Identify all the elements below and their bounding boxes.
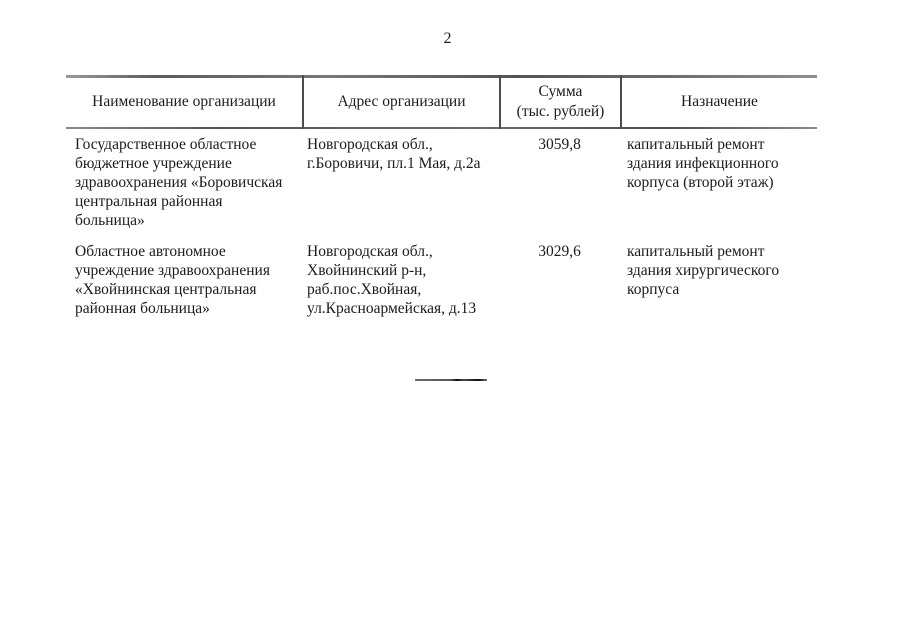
column-header-purpose: Назначение (681, 92, 758, 110)
column-divider-2 (499, 75, 501, 129)
cell-address: Новгородская обл., г.Боровичи, пл.1 Мая,… (307, 136, 481, 172)
page-number: 2 (443, 30, 452, 47)
table-top-border (66, 75, 817, 78)
cell-amount: 3029,6 (538, 243, 581, 260)
cell-organization: Областное автономное учреждение здравоох… (75, 243, 270, 317)
column-divider-3 (620, 75, 622, 129)
cell-organization: Государственное областное бюджетное учре… (75, 136, 283, 229)
end-of-document-rule (415, 379, 487, 381)
cell-amount: 3059,8 (538, 136, 581, 153)
column-header-address: Адрес организации (337, 92, 466, 110)
table-header-bottom-border (66, 127, 817, 129)
column-header-organization: Наименование организации (92, 92, 276, 110)
column-divider-1 (302, 75, 304, 129)
column-header-amount: Сумма (тыс. рублей) (516, 82, 605, 120)
cell-purpose: капитальный ремонт здания хирургического… (627, 243, 780, 298)
cell-address: Новгородская обл., Хвойнинский р-н, раб.… (307, 243, 477, 317)
cell-purpose: капитальный ремонт здания инфекционного … (627, 136, 779, 191)
